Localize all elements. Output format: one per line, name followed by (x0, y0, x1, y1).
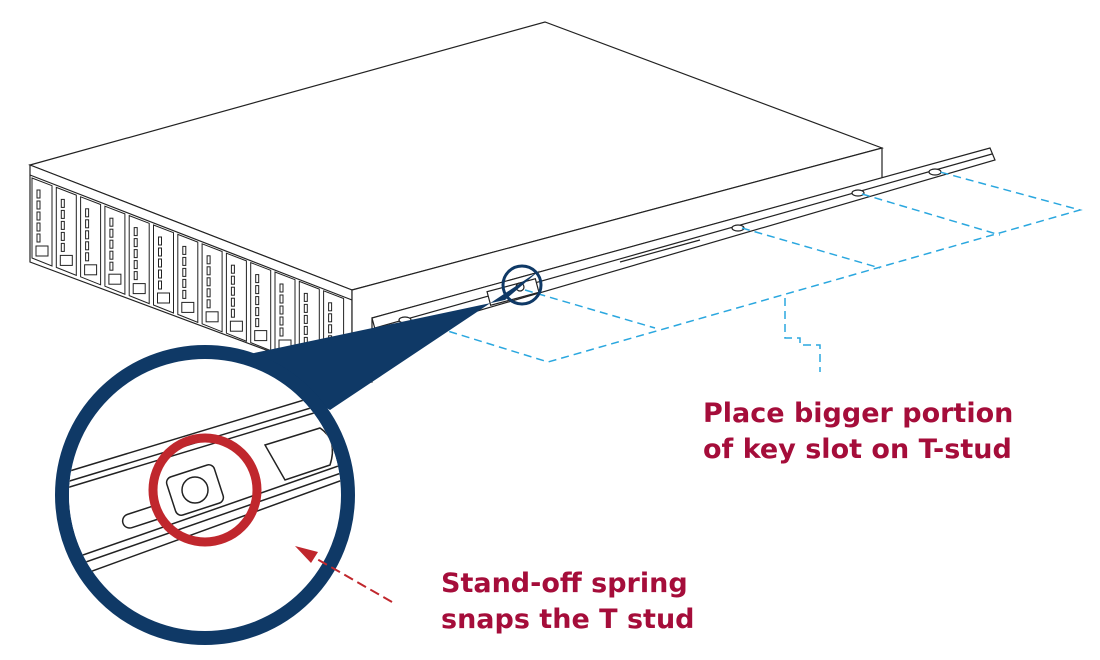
spring-pointer-arrow-icon (295, 546, 318, 563)
drive-bay-vent (279, 305, 284, 315)
drive-bay-vent (182, 267, 187, 277)
drive-bay-latch (108, 273, 122, 285)
drive-bay-latch (157, 292, 170, 304)
drive-bay-vent (109, 228, 114, 238)
drive-bay-vent (60, 209, 65, 219)
drive-bay-vent (109, 217, 114, 227)
drive-bay-vent (133, 271, 138, 281)
drive-bay-vent (279, 327, 284, 337)
drive-bay-vent (182, 278, 187, 288)
drive-bay-vent (328, 324, 333, 334)
drive-bay-latch (229, 320, 243, 332)
drive-bay-vent (206, 277, 211, 287)
drive-bay-vent (133, 227, 138, 237)
drive-bay-vent (182, 245, 187, 255)
drive-bay (225, 252, 247, 342)
drive-bay-vent (36, 233, 41, 243)
drive-bay-vent (158, 269, 162, 279)
drive-bay-vent (230, 297, 235, 307)
drive-bay-vent (36, 200, 41, 210)
drive-bay-vent (133, 260, 138, 270)
drive-bay-vent (255, 285, 260, 295)
drive-bay-vent (85, 208, 90, 218)
drive-bay-latch (205, 311, 219, 323)
drive-bay-vent (60, 242, 65, 252)
drive-bay-vent (85, 219, 90, 229)
drive-bay-vent (85, 241, 90, 251)
drive-bay (201, 243, 223, 333)
magnifier (55, 264, 543, 645)
mounting-guide-lines (411, 171, 1083, 372)
drive-bay-vent (60, 198, 65, 208)
drive-bay-latch (35, 245, 49, 257)
key-slot-callout: Place bigger portion of key slot on T-st… (703, 396, 1013, 468)
drive-bay-latch (181, 301, 195, 313)
drive-bay-vent (133, 238, 138, 248)
drive-bay-vent (109, 261, 114, 271)
drive-bay-vent (206, 255, 211, 265)
drive-bay (104, 205, 126, 295)
drive-bay-vent (328, 302, 333, 312)
drive-bay (31, 177, 53, 267)
drive-bay-vent (85, 252, 90, 262)
drive-bay-vent (303, 292, 308, 302)
drive-bay-vent (158, 280, 162, 290)
spring-callout-line1: Stand-off spring (441, 568, 688, 599)
drive-bay-vent (230, 286, 235, 296)
drive-bay-vent (60, 220, 65, 230)
drive-bay-vent (36, 211, 41, 221)
drive-bay-vent (182, 256, 187, 266)
drive-bay-vent (36, 189, 41, 199)
drive-bay-vent (230, 275, 235, 285)
drive-bay-vent (255, 296, 260, 306)
drive-bay-vent (206, 266, 211, 276)
zoomed-rail (69, 378, 341, 592)
spring-pointer-line (309, 554, 393, 603)
drive-bay-vent (279, 316, 284, 326)
drive-bay-vent (255, 318, 260, 328)
drive-bay-latch (254, 330, 268, 342)
drive-bay-latch (132, 283, 146, 295)
spring-callout: Stand-off spring snaps the T stud (441, 566, 695, 638)
t-stud-highlight (148, 433, 262, 547)
drive-bay-vent (303, 303, 308, 313)
drive-bay-vent (133, 249, 138, 259)
drive-bay-vent (109, 239, 114, 249)
drive-bay-vent (230, 308, 235, 318)
drive-bay-latch (84, 264, 98, 276)
server-chassis (28, 21, 884, 383)
detail-source-circle (501, 264, 543, 306)
drive-bay-vent (158, 247, 162, 257)
drive-bay-vent (85, 230, 90, 240)
drive-bay-vent (158, 236, 162, 246)
drive-bay-vent (158, 258, 162, 268)
drive-bay-vent (206, 288, 211, 298)
drive-bay-vent (60, 231, 65, 241)
drive-bay (177, 233, 199, 324)
drive-bay (128, 214, 150, 305)
drive-bay-vent (303, 325, 308, 335)
drive-bay-vent (230, 264, 235, 274)
drive-bay-vent (182, 289, 187, 299)
drive-bay-vent (109, 250, 114, 260)
key-slot-callout-line1: Place bigger portion (703, 398, 1014, 429)
drive-bay-vent (36, 222, 41, 232)
drive-bay-vent (255, 274, 260, 284)
drive-bay-vent (279, 294, 284, 304)
drive-bay (80, 196, 102, 286)
spring-callout-line2: snaps the T stud (441, 604, 695, 635)
drive-bay-vent (328, 313, 333, 323)
key-slot-callout-line2: of key slot on T-stud (703, 434, 1012, 465)
drive-bay-latch (59, 254, 73, 266)
drive-bay-vent (206, 299, 211, 309)
drive-bay-vent (255, 307, 260, 317)
drive-bay-vent (303, 314, 308, 324)
drive-bay (55, 186, 77, 277)
drive-bay (153, 224, 174, 314)
drive-bay-vent (279, 283, 284, 293)
